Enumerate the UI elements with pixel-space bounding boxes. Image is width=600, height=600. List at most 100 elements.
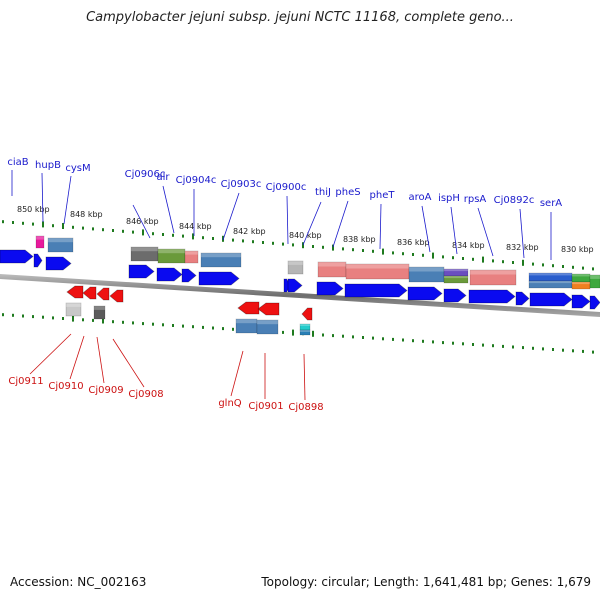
scale-tick [282, 242, 284, 246]
scale-tick [152, 232, 154, 236]
forward-gene-arrow [198, 271, 240, 286]
scale-tick [532, 346, 534, 350]
reverse-gene-leader [112, 338, 145, 388]
scale-tick [452, 256, 454, 260]
scale-tick [292, 243, 294, 247]
feature-box [299, 329, 311, 336]
scale-tick [512, 345, 514, 349]
scale-label: 830 kbp [561, 245, 594, 254]
scale-tick [592, 267, 594, 271]
scale-tick [72, 225, 74, 229]
reverse-gene-arrow [96, 287, 110, 301]
scale-tick [392, 337, 394, 341]
scale-tick [312, 330, 314, 337]
scale-tick [332, 334, 334, 338]
scale-tick [92, 318, 94, 322]
feature-box-highlight [529, 273, 572, 276]
forward-gene-arrow [156, 267, 183, 282]
scale-tick [2, 220, 4, 224]
scale-tick [72, 315, 74, 322]
forward-gene-label: alr [156, 172, 170, 183]
feature-box-highlight [572, 274, 590, 277]
scale-tick [142, 229, 144, 236]
scale-tick [182, 234, 184, 238]
feature-box [443, 275, 469, 284]
forward-gene-label: pheS [335, 187, 360, 198]
forward-gene-arrow [45, 256, 72, 271]
forward-gene-label: aroA [409, 192, 432, 203]
scale-tick [22, 314, 24, 318]
feature-box-highlight [409, 267, 444, 272]
reverse-gene-label: Cj0908 [128, 389, 163, 400]
feature-box-highlight [529, 281, 572, 284]
scale-tick [112, 320, 114, 324]
reverse-gene-arrow [301, 307, 313, 321]
scale-tick [472, 257, 474, 261]
scale-tick [172, 233, 174, 237]
scale-tick [322, 333, 324, 337]
forward-gene-leader [421, 205, 431, 253]
feature-box-highlight [590, 275, 600, 279]
forward-gene-leader [332, 200, 349, 248]
scale-label: 840 kbp [289, 231, 322, 240]
backbone-band [0, 274, 600, 317]
scale-tick [542, 263, 544, 267]
scale-tick [342, 247, 344, 251]
scale-tick [92, 227, 94, 231]
scale-tick [442, 255, 444, 259]
scale-tick [422, 339, 424, 343]
forward-gene-label: rpsA [464, 194, 487, 205]
reverse-gene-label: Cj0910 [48, 381, 83, 392]
scale-label: 838 kbp [343, 235, 376, 244]
scale-tick [562, 348, 564, 352]
forward-gene-leader [41, 172, 44, 223]
reverse-gene-label: glnQ [218, 398, 241, 409]
scale-tick [132, 230, 134, 234]
scale-label: 850 kbp [17, 205, 50, 214]
scale-tick [212, 237, 214, 240]
forward-gene-arrow [316, 281, 344, 296]
feature-box-highlight [201, 253, 241, 258]
feature-box-highlight [318, 262, 346, 267]
scale-tick [352, 335, 354, 339]
scale-tick [412, 339, 414, 343]
scale-tick [502, 260, 504, 264]
scale-tick [272, 241, 274, 245]
forward-gene-label: serA [540, 198, 562, 209]
scale-tick [32, 315, 34, 319]
scale-label: 844 kbp [179, 222, 212, 231]
scale-tick [362, 336, 364, 339]
feature-box-highlight [300, 324, 310, 326]
scale-tick [542, 347, 544, 351]
scale-tick [162, 233, 164, 236]
feature-box-highlight [48, 238, 73, 243]
scale-tick [122, 320, 124, 324]
forward-gene-arrow [529, 292, 573, 307]
scale-tick [252, 240, 254, 244]
reverse-gene-leader [230, 350, 244, 397]
scale-ticks-inner [2, 313, 594, 354]
scale-tick [372, 336, 374, 340]
forward-gene-arrow [589, 295, 600, 310]
reverse-gene-arrow [66, 285, 84, 299]
forward-gene-label: thiJ [315, 187, 331, 198]
feature-box-highlight [131, 247, 158, 252]
scale-tick [382, 337, 384, 341]
feature-box-highlight [470, 270, 516, 275]
forward-gene-label: ispH [438, 193, 460, 204]
scale-tick [292, 329, 294, 336]
forward-gene-arrow [344, 283, 408, 298]
forward-gene-arrow [33, 253, 43, 268]
forward-gene-label: Cj0900c [266, 182, 307, 193]
forward-gene-label: cysM [65, 163, 90, 174]
scale-tick [32, 222, 34, 226]
feature-box-highlight [288, 261, 303, 265]
scale-label: 832 kbp [506, 243, 539, 252]
scale-tick [212, 326, 214, 330]
feature-box-highlight [36, 236, 44, 240]
scale-tick [22, 221, 24, 225]
feature-box-highlight [94, 306, 105, 310]
feature-box-highlight [444, 269, 468, 272]
